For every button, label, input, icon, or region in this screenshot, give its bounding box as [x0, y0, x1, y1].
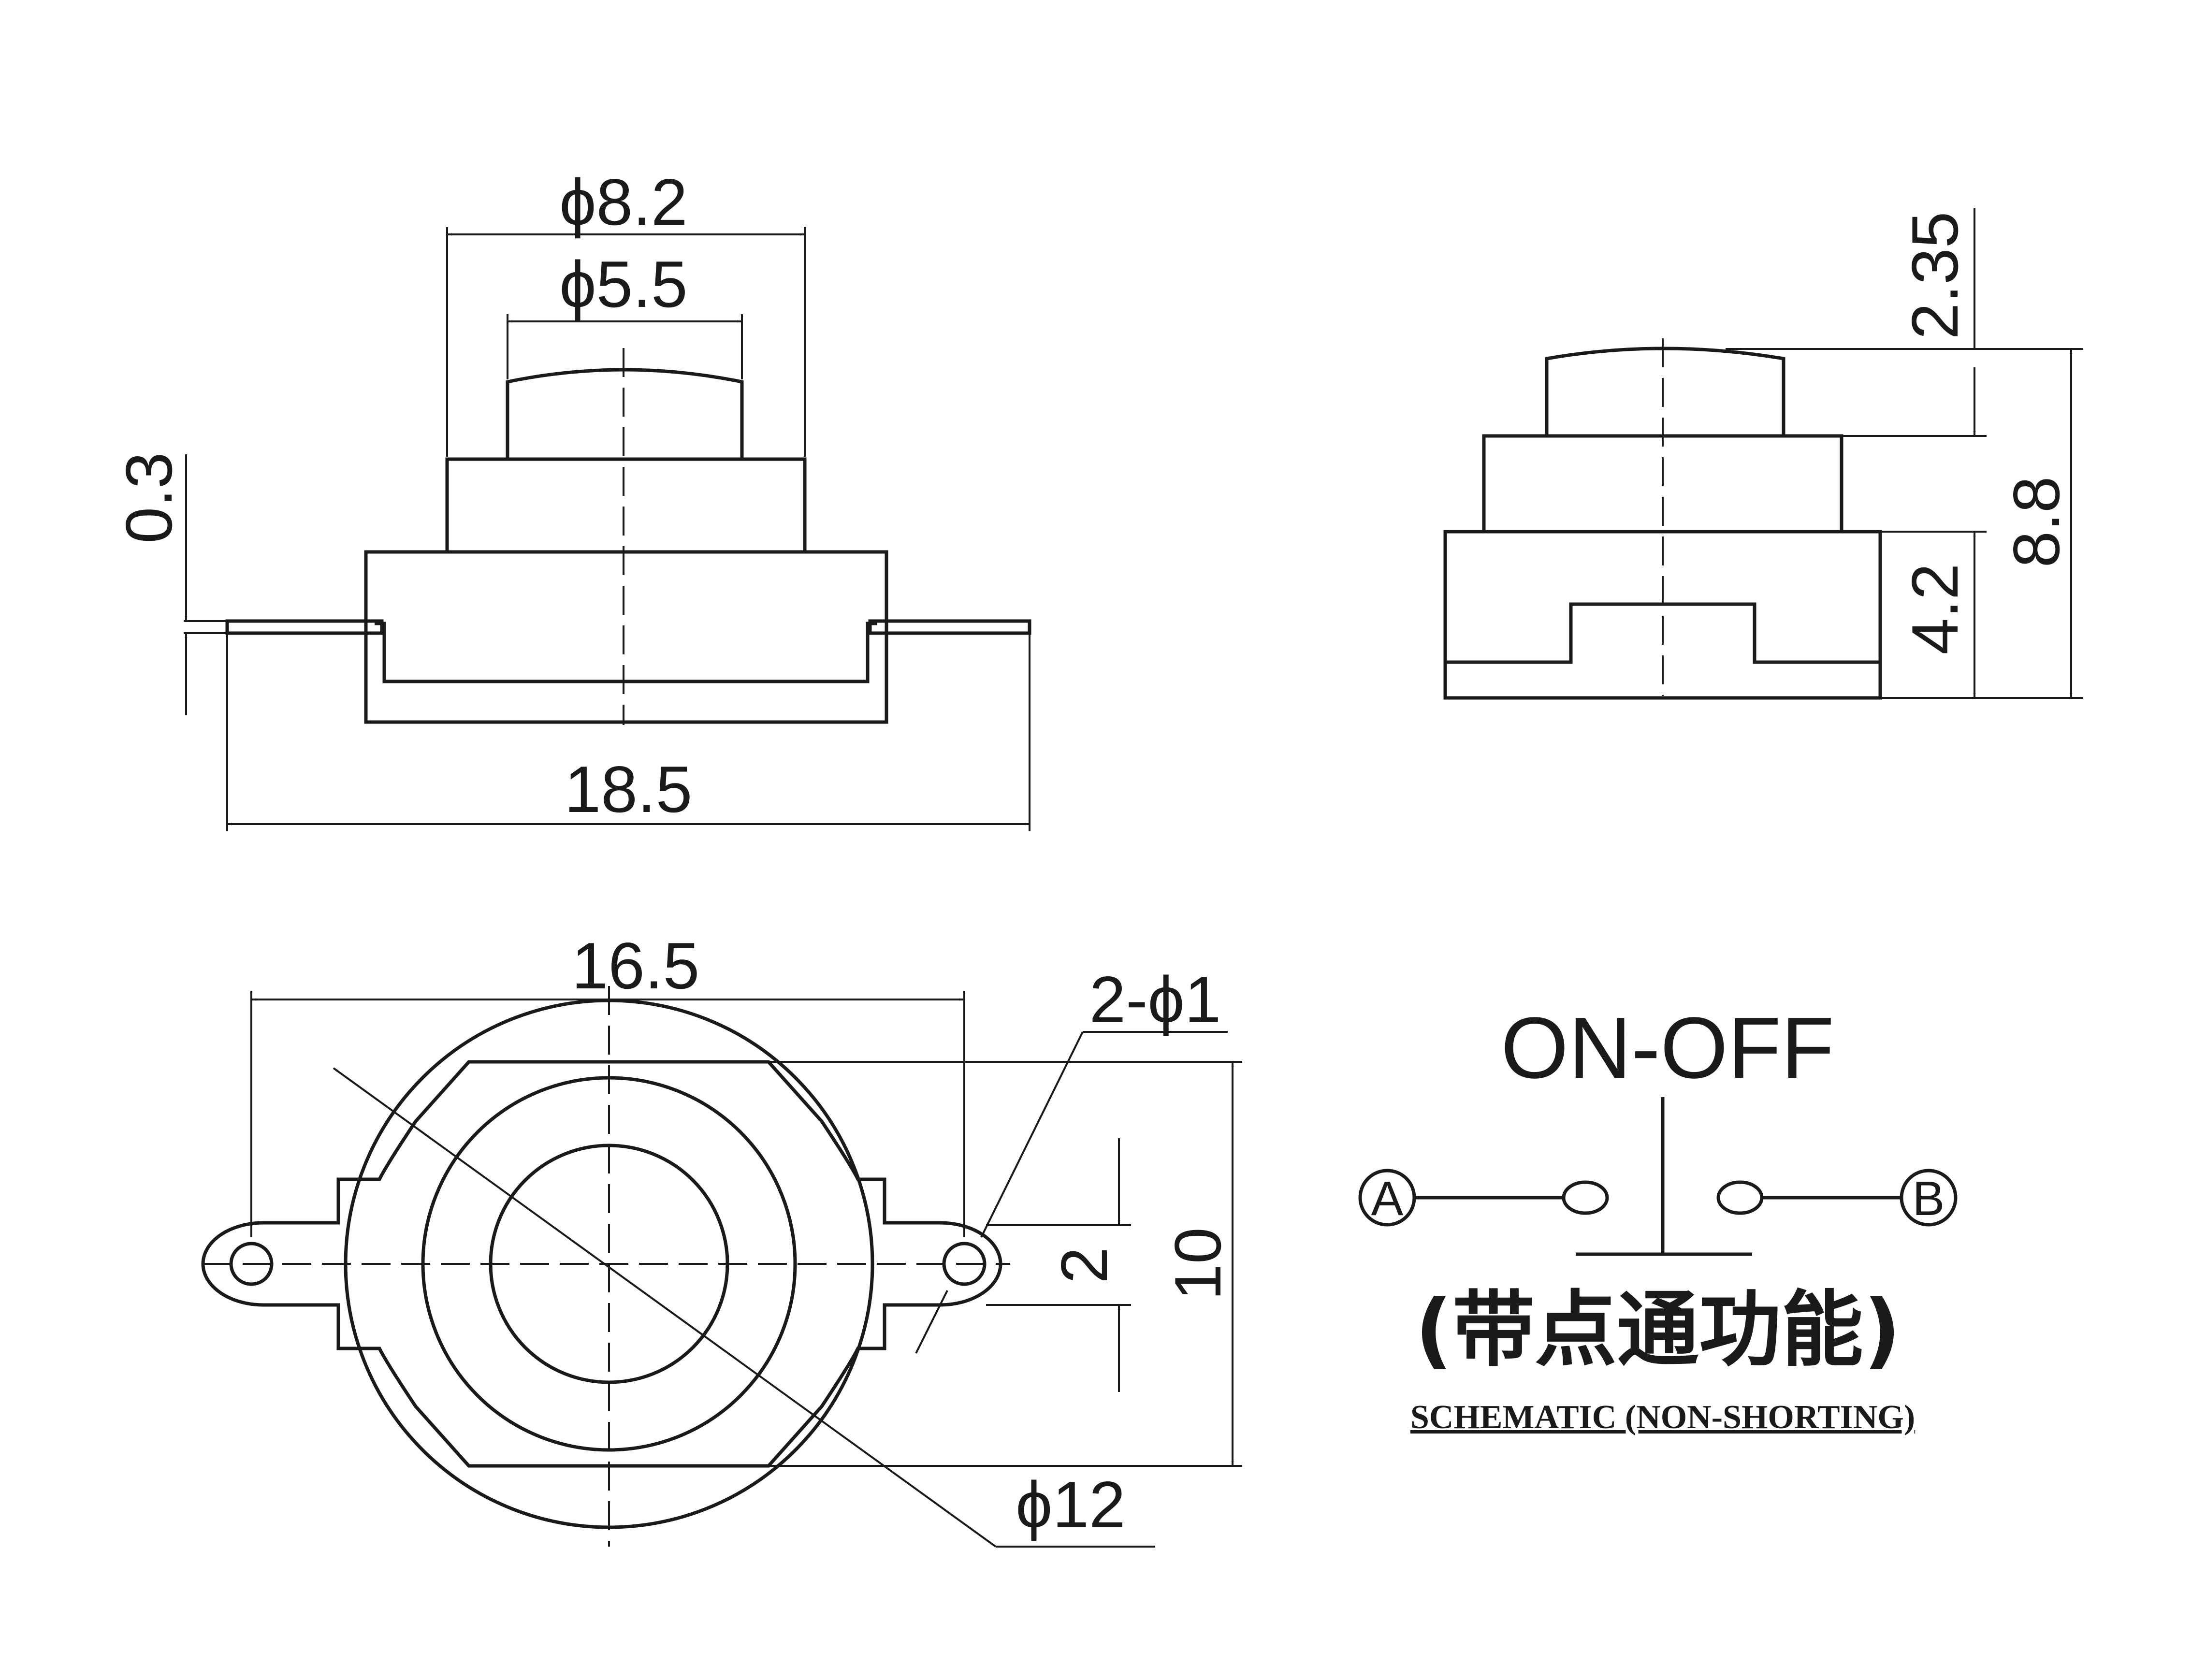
dim-total-width: 18.5 [565, 753, 693, 826]
front-button-cap [506, 368, 744, 459]
dim-outer-diameter: ϕ8.2 [559, 165, 687, 239]
dim-hole-offset: 2 [1047, 1247, 1121, 1284]
dim-button-height: 2.35 [1898, 212, 1972, 340]
dim-body-height: 10 [1161, 1227, 1234, 1300]
contact-a [1562, 1180, 1609, 1215]
schematic-title: ON-OFF [1501, 999, 1834, 1097]
front-base [364, 550, 888, 724]
terminal-b-label: B [1913, 1172, 1945, 1226]
contact-b [1716, 1180, 1764, 1215]
front-view: ϕ8.2 ϕ5.5 0.3 18.5 [112, 165, 1031, 831]
dim-lead-thickness: 0.3 [112, 452, 186, 543]
front-inner-recess [375, 622, 877, 683]
schematic: ON-OFF A B (带点通功能) SCHEMATIC (NON-SHORTI… [1358, 999, 1958, 1436]
dim-total-height: 8.8 [2000, 476, 2073, 567]
dim-hole-spacing: 16.5 [572, 929, 700, 1002]
side-view: 2.35 4.2 8.8 [1443, 208, 2083, 700]
terminal-a-label: A [1371, 1172, 1404, 1226]
dim-button-diameter: ϕ5.5 [559, 247, 687, 321]
schematic-caption: SCHEMATIC (NON-SHORTING) [1410, 1399, 1915, 1436]
dim-base-height: 4.2 [1898, 563, 1972, 654]
front-upper-body [445, 457, 807, 554]
side-base [1443, 530, 1882, 700]
schematic-note: (带点通功能) [1415, 1282, 1901, 1378]
side-button-cap [1545, 347, 1785, 436]
front-right-lead [868, 619, 1031, 635]
front-left-lead [225, 619, 384, 635]
top-view: ϕ12 16.5 2-ϕ1 2 10 [201, 929, 1242, 1548]
terminal-b-circle [1900, 1169, 1958, 1227]
dim-holes: 2-ϕ1 [1089, 963, 1221, 1036]
dim-body-diameter: ϕ12 [1016, 1468, 1125, 1541]
